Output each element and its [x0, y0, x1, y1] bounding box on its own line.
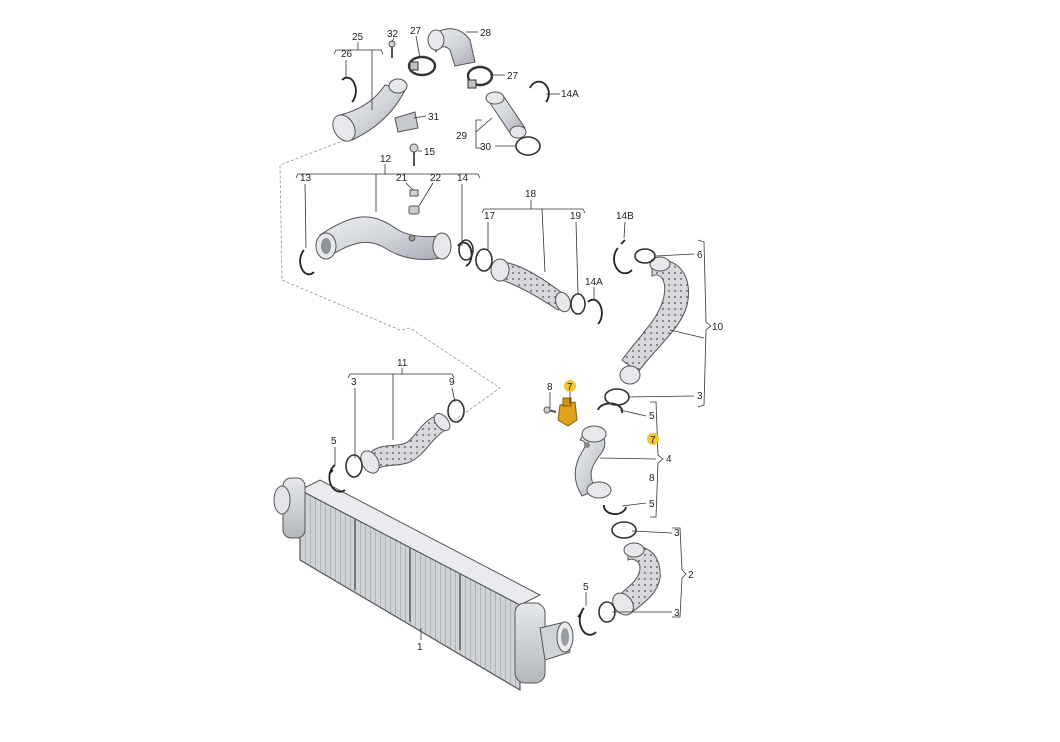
lower-right-pressure-hose	[612, 542, 661, 616]
label-8-screw: 8	[547, 382, 553, 393]
retaining-clip-14B	[613, 239, 633, 275]
o-ring-30	[515, 136, 541, 156]
label-5-middle-top: 5	[649, 411, 655, 422]
label-14A-top: 14A	[561, 89, 579, 100]
label-22: 22	[430, 173, 442, 184]
intercooler-radiator	[273, 477, 574, 692]
label-3-upper: 3	[697, 391, 703, 402]
assembly-dashed-outline	[279, 139, 501, 421]
label-5-middle-bottom: 5	[649, 499, 655, 510]
label-27-right: 27	[507, 71, 519, 82]
label-14-left: 14	[457, 173, 469, 184]
label-26: 26	[341, 49, 353, 60]
highlight-7-top	[564, 380, 576, 392]
label-27-top: 27	[410, 26, 422, 37]
o-ring-19	[570, 293, 586, 315]
label-5-lower: 5	[583, 582, 589, 593]
upper-right-pressure-hose	[619, 256, 689, 385]
o-ring-6	[634, 248, 656, 264]
label-5-left: 5	[331, 436, 337, 447]
retaining-clip-5-middle-top	[597, 402, 624, 414]
label-9: 9	[449, 377, 455, 388]
clamp-27-right	[466, 65, 494, 89]
label-32: 32	[387, 29, 399, 40]
retaining-clip-5-left	[328, 464, 346, 493]
label-1: 1	[417, 642, 423, 653]
retaining-clip-14A-lower	[587, 298, 603, 325]
charge-air-pipe-with-sensor-port	[574, 425, 612, 499]
middle-ribbed-hose-18	[490, 258, 571, 313]
retaining-clip-5-middle-bottom	[603, 504, 627, 515]
label-29: 29	[456, 131, 468, 142]
label-4: 4	[666, 454, 672, 465]
o-ring-3-lower-top	[611, 521, 637, 539]
retaining-clip-13	[299, 249, 315, 276]
top-left-intake-hose-25	[332, 78, 408, 142]
bolt-32	[388, 40, 396, 58]
screw-8	[543, 406, 557, 414]
label-15: 15	[424, 147, 436, 158]
label-11: 11	[397, 358, 408, 369]
o-ring-3-left	[345, 454, 363, 478]
part-number-labels: 1 2 3 3 3 3 3 4 5 5 5 5 6 7 7 8 8 9 10 1…	[300, 26, 724, 653]
label-25: 25	[352, 32, 364, 43]
label-3-lower-top: 3	[674, 528, 680, 539]
label-3-lower-bottom: 3	[674, 608, 680, 619]
retaining-clip-5-lower	[577, 607, 597, 636]
label-7-right: 7	[650, 435, 656, 446]
label-14A-middle: 14A	[585, 277, 603, 288]
label-17: 17	[484, 211, 496, 222]
elbow-28	[427, 28, 476, 67]
leader-lines	[295, 31, 712, 640]
label-31: 31	[428, 112, 440, 123]
o-ring-17	[475, 248, 493, 272]
seal-22	[408, 205, 420, 215]
o-ring-9	[447, 399, 465, 423]
label-28: 28	[480, 28, 492, 39]
plug-21	[409, 189, 419, 197]
pressure-sensor	[557, 397, 578, 427]
highlight-7-right	[647, 433, 659, 445]
label-8-pipe: 8	[649, 473, 655, 484]
pipe-29	[485, 91, 527, 139]
label-14B: 14B	[616, 211, 634, 222]
label-18: 18	[525, 189, 537, 200]
o-ring-3-middle	[604, 388, 630, 406]
lower-left-pressure-hose	[360, 412, 451, 474]
retaining-clip-26	[341, 76, 357, 103]
label-3-left: 3	[351, 377, 357, 388]
mount-31	[394, 111, 419, 133]
o-ring-14-right	[458, 239, 474, 261]
label-10: 10	[712, 322, 724, 333]
label-21: 21	[396, 173, 408, 184]
label-7-top: 7	[567, 382, 573, 393]
label-13: 13	[300, 173, 312, 184]
bolt-15	[409, 143, 419, 166]
label-30: 30	[480, 142, 492, 153]
clamp-27-top	[407, 55, 437, 77]
charge-air-pipe-12	[315, 216, 452, 261]
label-19: 19	[570, 211, 582, 222]
retaining-clip-14A-top	[529, 80, 550, 103]
label-12: 12	[380, 154, 392, 165]
label-6: 6	[697, 250, 703, 261]
label-2: 2	[688, 570, 694, 581]
